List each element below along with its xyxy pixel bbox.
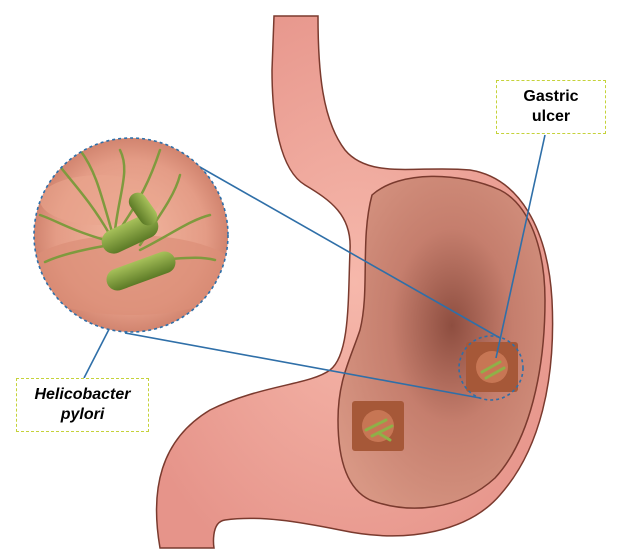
magnifier-leader-bottom <box>124 332 481 399</box>
leader-lines <box>83 134 546 399</box>
helicobacter-label-line1: Helicobacter <box>34 386 131 403</box>
gastric-ulcer-label-line1: Gastric <box>523 88 579 105</box>
ulcer-highlight-circle <box>458 335 524 401</box>
helicobacter-pylori-label: Helicobacter pylori <box>16 378 149 432</box>
gastric-ulcer-label-line2: ulcer <box>531 108 571 125</box>
magnified-bacteria-view <box>33 137 229 333</box>
magnifier-leader-top <box>169 149 501 339</box>
ulcer-label-leader <box>495 134 546 359</box>
stomach <box>155 15 554 549</box>
bacteria-bodies <box>101 192 176 291</box>
helicobacter-label-line2: pylori <box>60 406 105 423</box>
gastric-ulcer-label: Gastric ulcer <box>496 80 606 134</box>
